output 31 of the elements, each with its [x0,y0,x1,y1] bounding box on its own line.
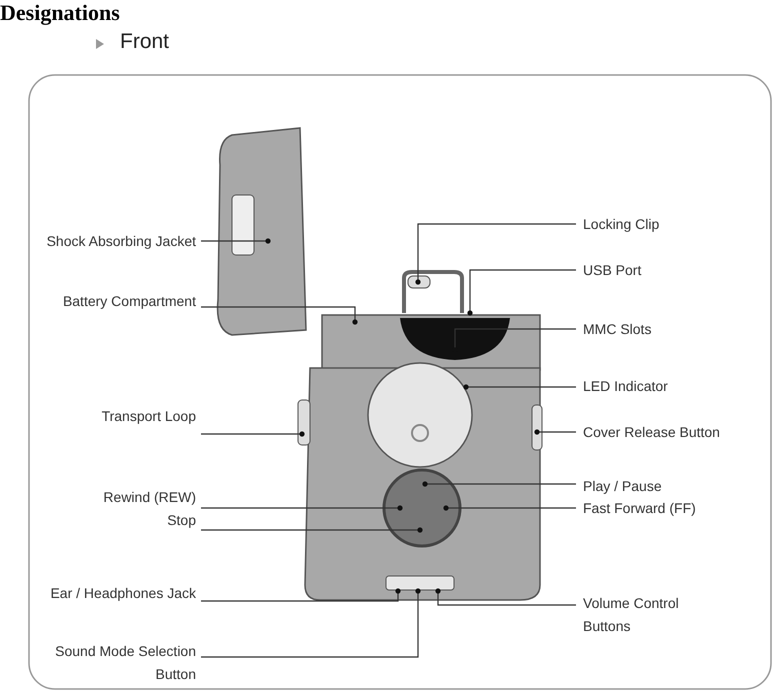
leader-line [201,527,423,533]
leader-line [467,269,576,316]
leader-line [201,306,358,325]
callout-label: Locking Clip [583,213,763,236]
leader-line [201,431,305,437]
callout-label: Play / Pause [583,475,763,498]
leader-line [415,223,576,285]
leader-line [201,238,271,244]
callout-label: Rewind (REW) [40,486,196,509]
callout-label: Battery Compartment [40,290,196,313]
callout-label: Fast Forward (FF) [583,497,763,520]
leader-line [463,384,576,390]
leader-line [201,588,401,602]
callout-label: Cover Release Button [583,421,763,444]
leader-line [201,505,403,511]
callout-label: Sound Mode Selection Button [40,640,196,686]
leader-line [435,588,576,606]
section-heading: Front [120,30,170,54]
callout-label: Transport Loop [40,405,196,428]
callout-label: LED Indicator [583,375,763,398]
callout-label: MMC Slots [583,318,763,341]
callout-label: Volume Control Buttons [583,592,693,638]
callout-label: Shock Absorbing Jacket [40,230,196,253]
callout-label: Stop [40,509,196,532]
leader-line [422,481,576,487]
leader-line [443,505,576,511]
callout-label: USB Port [583,259,763,282]
title: Designations [0,0,120,26]
callout-label: Ear / Headphones Jack [40,582,196,605]
leader-line [534,429,576,435]
leader-line [201,588,421,658]
